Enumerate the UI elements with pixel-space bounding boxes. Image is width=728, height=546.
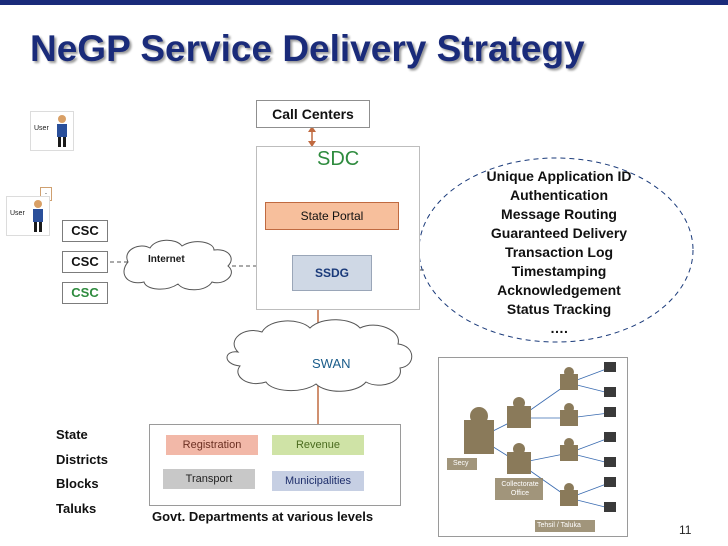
service-item: Unique Application ID [486, 168, 632, 184]
internet-label: Internet [148, 254, 185, 265]
internet-cloud [123, 239, 232, 291]
computer-icon [604, 477, 616, 487]
building-icon [507, 452, 531, 474]
admin-levels: State Districts Blocks Taluks [56, 423, 108, 521]
building-icon [507, 406, 531, 428]
person-icon [57, 115, 67, 147]
dept-revenue: Revenue [272, 435, 364, 455]
services-list: Unique Application ID Authentication Mes… [480, 167, 638, 338]
callcenter-arrow-tail [308, 141, 316, 147]
level-item: Districts [56, 451, 109, 467]
sdc-label: SDC [317, 148, 360, 170]
user-card-bottom: User [6, 196, 50, 236]
service-item: Acknowledgement [497, 282, 621, 298]
hierarchy-illustration [447, 362, 616, 532]
callcenter-arrow-head [308, 126, 316, 132]
building-icon [560, 445, 578, 461]
departments-caption: Govt. Departments at various levels [152, 509, 374, 524]
dept-transport: Transport [163, 469, 255, 489]
user-label: User [34, 125, 49, 132]
page-number: 11 [679, 523, 692, 537]
slide-title: NeGP Service Delivery Strategy [30, 28, 585, 69]
swan-label: SWAN [306, 353, 392, 375]
building-icon [560, 410, 578, 426]
dept-registration: Registration [166, 435, 258, 455]
call-centers-box: Call Centers [256, 100, 370, 128]
computer-icon [604, 407, 616, 417]
computer-icon [604, 387, 616, 397]
service-item: Status Tracking [506, 301, 612, 317]
service-item: Timestamping [511, 263, 607, 279]
computer-icon [604, 457, 616, 467]
level-item: State [56, 427, 88, 442]
hierarchy-frame: Secy Collectorate Office Tehsil / Taluka [438, 357, 628, 537]
level-item: Blocks [56, 476, 99, 491]
building-icon [560, 374, 578, 390]
state-portal-box: State Portal [265, 202, 399, 230]
service-item: Guaranteed Delivery [490, 225, 628, 241]
ssdg-box: SSDG [292, 255, 372, 291]
service-item: Message Routing [501, 206, 617, 222]
hierarchy-label: Secy [453, 460, 469, 467]
building-dome-icon [470, 407, 488, 425]
user-card-top: User [30, 111, 74, 151]
building-icon [560, 490, 578, 506]
dept-municipalities: Municipalities [272, 471, 364, 491]
hierarchy-label: Tehsil / Taluka [537, 522, 581, 529]
service-item: Transaction Log [504, 244, 614, 260]
level-item: Taluks [56, 500, 97, 516]
person-icon [33, 200, 43, 232]
service-item: Authentication [510, 187, 608, 203]
csc-box: CSC [62, 220, 108, 242]
hierarchy-label: Collectorate Office [501, 481, 539, 497]
computer-icon [604, 432, 616, 442]
computer-icon [604, 502, 616, 512]
building-icon [464, 420, 494, 454]
csc-box: CSC [62, 251, 108, 273]
service-item: …. [550, 320, 568, 336]
computer-icon [604, 362, 616, 372]
user-label: User [10, 210, 25, 217]
csc-box: CSC [62, 282, 108, 304]
top-accent-bar [0, 0, 728, 5]
